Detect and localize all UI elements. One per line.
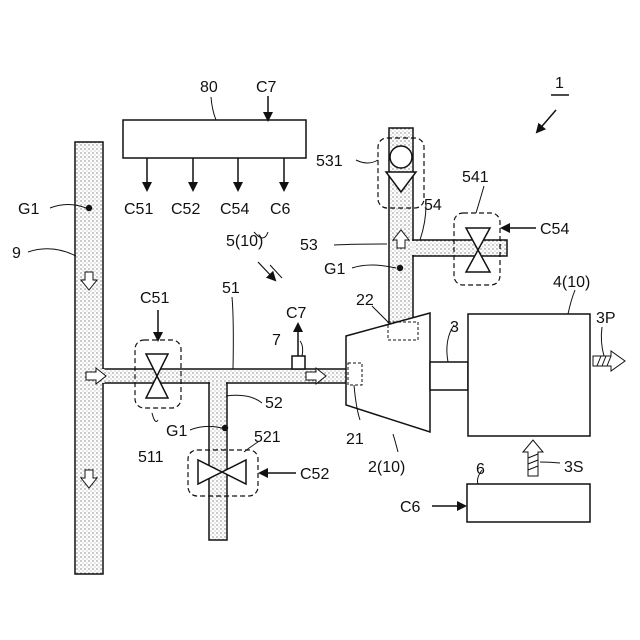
control-unit-80 [123, 120, 306, 158]
label-c51-out: C51 [124, 201, 153, 218]
label-3: 3 [450, 319, 459, 336]
label-3s: 3S [564, 459, 584, 476]
label-c54: C54 [540, 221, 569, 238]
label-531: 531 [316, 153, 343, 170]
signal-arrow-3s [523, 440, 543, 476]
label-pipe-9: 9 [12, 245, 21, 262]
g1-dot-bottom [222, 425, 228, 431]
shaft-3 [430, 362, 468, 390]
label-7: 7 [272, 332, 281, 349]
pipe-54 [413, 240, 507, 256]
label-c6-out: C6 [270, 201, 291, 218]
branch-pipe-52 [209, 383, 227, 540]
label-3p: 3P [596, 310, 616, 327]
label-c6: C6 [400, 499, 421, 516]
g1-dot-right [397, 265, 403, 271]
label-c7-sensor: C7 [286, 305, 307, 322]
sensor-7 [292, 356, 305, 369]
label-22: 22 [356, 292, 374, 309]
check-valve-ball-531 [390, 146, 412, 168]
power-output-arrow-3p [593, 351, 625, 371]
label-c51: C51 [140, 290, 169, 307]
controller-6 [467, 484, 590, 522]
system-1-pointer [537, 110, 556, 132]
label-541: 541 [462, 169, 489, 186]
label-51: 51 [222, 280, 240, 297]
label-g1-bottom: G1 [166, 423, 187, 440]
label-g1-left: G1 [18, 201, 39, 218]
label-53: 53 [300, 237, 318, 254]
label-52: 52 [265, 395, 283, 412]
label-g1-right: G1 [324, 261, 345, 278]
label-6: 6 [476, 461, 485, 478]
label-controller-80: 80 [200, 79, 218, 96]
label-c52: C52 [300, 466, 329, 483]
generator-4 [468, 314, 590, 436]
group-5-pointer [258, 262, 275, 280]
label-system-1: 1 [555, 75, 564, 92]
label-c7-top: C7 [256, 79, 277, 96]
label-2-10: 2(10) [368, 459, 405, 476]
label-54: 54 [424, 197, 442, 214]
g1-dot-left [86, 205, 92, 211]
label-5-10: 5(10) [226, 233, 263, 250]
label-c54-out: C54 [220, 201, 249, 218]
label-c52-out: C52 [171, 201, 200, 218]
label-21: 21 [346, 431, 364, 448]
label-4-10: 4(10) [553, 274, 590, 291]
label-511: 511 [138, 449, 164, 466]
label-521: 521 [254, 429, 281, 446]
